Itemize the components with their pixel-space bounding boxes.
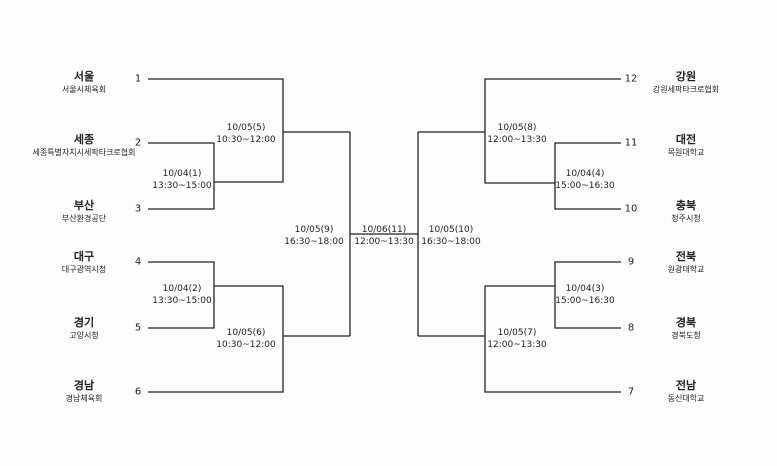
match-1-label: 10/04(1) 13:30~15:00 — [152, 168, 211, 192]
team-club: 대구광역시청 — [61, 265, 107, 274]
team-daegu: 대구 대구광역시청 — [62, 250, 106, 275]
team-gyeongbuk: 경북 경북도청 — [671, 316, 700, 341]
team-club: 세종특별자치시세팍타크로협회 — [32, 148, 136, 157]
team-club: 부산환경공단 — [61, 214, 107, 223]
line-match-2-out — [214, 285, 284, 336]
match-9-label: 10/05(9) 16:30~18:00 — [284, 224, 343, 248]
seed-number: 7 — [627, 386, 635, 398]
match-3-label: 10/04(3) 15:00~16:30 — [555, 283, 614, 307]
match-date: 10/04(3) — [565, 284, 605, 294]
match-date: 10/06(11) — [361, 225, 407, 235]
match-date: 10/05(10) — [428, 225, 474, 235]
team-region: 서울 — [73, 70, 95, 83]
match-date: 10/04(1) — [162, 169, 202, 179]
team-region: 대구 — [73, 250, 95, 263]
match-time: 16:30~18:00 — [421, 237, 481, 247]
seed-number: 3 — [134, 203, 142, 215]
team-region: 경남 — [73, 379, 95, 392]
match-7-label: 10/05(7) 12:00~13:30 — [487, 327, 546, 351]
match-time: 12:00~13:30 — [487, 135, 547, 145]
team-club: 원광대학교 — [667, 265, 705, 274]
team-chungbuk: 충북 청주시청 — [671, 199, 700, 224]
line-seed-7 — [484, 336, 621, 393]
team-region: 대전 — [675, 133, 697, 146]
team-jeonbuk: 전북 원광대학교 — [668, 250, 705, 275]
team-club: 경남체육회 — [65, 394, 103, 403]
team-gyeonggi: 경기 고양시청 — [69, 316, 98, 341]
team-gyeongnam: 경남 경남체육회 — [66, 379, 103, 404]
match-date: 10/04(2) — [162, 284, 202, 294]
team-region: 전북 — [675, 250, 697, 263]
match-time: 13:30~15:00 — [152, 181, 212, 191]
team-club: 서울시체육회 — [61, 85, 107, 94]
team-club: 경북도청 — [671, 331, 701, 340]
match-time: 10:30~12:00 — [216, 135, 276, 145]
match-11-label: 10/06(11) 12:00~13:30 — [354, 224, 413, 248]
team-region: 부산 — [73, 199, 95, 212]
match-date: 10/04(4) — [565, 169, 605, 179]
match-time: 15:00~16:30 — [555, 296, 615, 306]
team-club: 청주시청 — [671, 214, 701, 223]
line-match-3-out — [484, 285, 555, 336]
team-sejong: 세종 세종특별자치시세팍타크로협회 — [32, 133, 135, 158]
match-date: 10/05(5) — [226, 123, 266, 133]
team-jeonnam: 전남 동신대학교 — [668, 379, 705, 404]
match-2-label: 10/04(2) 13:30~15:00 — [152, 283, 211, 307]
team-seoul: 서울 서울시체육회 — [62, 70, 106, 95]
seed-number: 10 — [624, 203, 638, 215]
team-region: 세종 — [73, 133, 95, 146]
team-daejeon: 대전 목원대학교 — [668, 133, 705, 158]
team-club: 강원세팍타크로협회 — [652, 85, 720, 94]
seed-number: 8 — [627, 322, 635, 334]
match-date: 10/05(7) — [497, 328, 537, 338]
seed-number: 11 — [624, 137, 638, 149]
seed-number: 12 — [624, 73, 638, 85]
match-4-label: 10/04(4) 15:00~16:30 — [555, 168, 614, 192]
match-time: 12:00~13:30 — [354, 237, 414, 247]
team-busan: 부산 부산환경공단 — [62, 199, 106, 224]
seed-number: 2 — [134, 137, 142, 149]
team-region: 경북 — [675, 316, 697, 329]
match-time: 16:30~18:00 — [284, 237, 344, 247]
match-date: 10/05(8) — [497, 123, 537, 133]
team-club: 목원대학교 — [667, 148, 705, 157]
seed-number: 6 — [134, 386, 142, 398]
match-6-label: 10/05(6) 10:30~12:00 — [216, 327, 275, 351]
match-8-label: 10/05(8) 12:00~13:30 — [487, 122, 546, 146]
team-gangwon: 강원 강원세팍타크로협회 — [653, 70, 719, 95]
match-date: 10/05(9) — [294, 225, 334, 235]
match-date: 10/05(6) — [226, 328, 266, 338]
line-round1-left-top — [148, 142, 215, 210]
match-time: 13:30~15:00 — [152, 296, 212, 306]
match-time: 12:00~13:30 — [487, 340, 547, 350]
seed-number: 4 — [134, 256, 142, 268]
line-round1-left-bottom — [148, 261, 215, 329]
match-time: 10:30~12:00 — [216, 340, 276, 350]
match-time: 15:00~16:30 — [555, 181, 615, 191]
line-match-1-out — [214, 132, 284, 183]
line-seed-1 — [148, 78, 284, 132]
team-club: 고양시청 — [69, 331, 99, 340]
team-region: 강원 — [675, 70, 697, 83]
team-region: 충북 — [675, 199, 697, 212]
line-round1-right-top — [554, 142, 621, 210]
team-club: 동신대학교 — [667, 394, 705, 403]
line-round1-right-bottom — [554, 261, 621, 329]
line-seed-12 — [484, 78, 621, 132]
line-seed-6 — [148, 336, 284, 393]
seed-number: 5 — [134, 322, 142, 334]
team-region: 전남 — [675, 379, 697, 392]
match-10-label: 10/05(10) 16:30~18:00 — [421, 224, 480, 248]
seed-number: 1 — [134, 73, 142, 85]
match-5-label: 10/05(5) 10:30~12:00 — [216, 122, 275, 146]
line-match-4-out — [484, 132, 555, 184]
seed-number: 9 — [627, 256, 635, 268]
team-region: 경기 — [73, 316, 95, 329]
